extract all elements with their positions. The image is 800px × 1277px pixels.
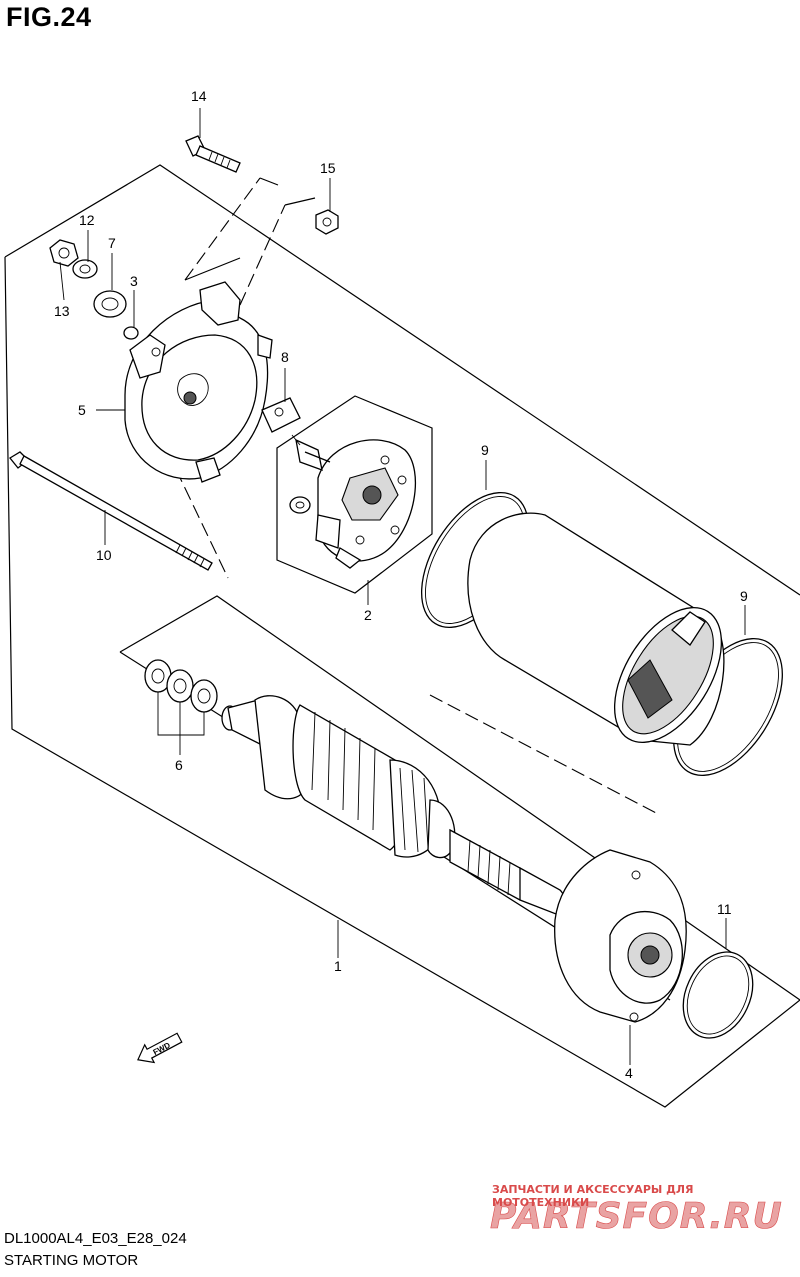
brush-holder-part-2 [289,434,417,569]
callout-3: 3 [130,273,138,289]
nut-part-13 [49,239,79,267]
figure-name: STARTING MOTOR [4,1252,139,1269]
leader-lines [59,108,746,1065]
callout-6: 6 [175,757,183,773]
armature-part-1 [221,695,566,915]
callout-5: 5 [78,402,86,418]
callout-8: 8 [281,349,289,365]
nut-part-15 [315,209,339,235]
callout-13: 13 [54,303,70,319]
callout-14: 14 [191,88,207,104]
callout-1: 1 [334,958,342,974]
brush-holder-frame [276,395,433,594]
partsfor-watermark-logo: PARTSFOR.RU [490,1196,783,1238]
callout-10: 10 [96,547,112,563]
washers-part-6 [144,659,218,713]
assembly-outline [4,164,800,1108]
callout-7: 7 [108,235,116,251]
bolt-part-14 [185,135,241,173]
callout-12: 12 [79,212,95,228]
front-housing-part-4 [554,849,687,1023]
figure-title: FIG.24 [6,2,92,32]
seal-part-7 [93,290,127,318]
plate-part-8 [261,397,301,433]
end-cover-part-5 [124,281,273,483]
o-ring-part-3 [123,326,139,340]
callout-4: 4 [625,1065,633,1081]
watermark-tagline: ЗАПЧАСТИ И АКСЕССУАРЫ ДЛЯ МОТОТЕХНИКИ [492,1183,694,1209]
through-bolt-part-10 [9,451,213,571]
o-ring-part-11 [682,951,754,1039]
callout-9-left: 9 [481,442,489,458]
callout-2: 2 [364,607,372,623]
callout-15: 15 [320,160,336,176]
callout-11: 11 [717,901,732,917]
figure-model-code: DL1000AL4_E03_E28_024 [4,1230,187,1247]
callout-9-right: 9 [740,588,748,604]
watermark-logo-text: PARTSFOR.RU [490,1196,783,1237]
yoke-case [467,512,725,746]
fwd-arrow-icon: FWD [137,1032,183,1064]
washer-part-12 [72,259,98,279]
